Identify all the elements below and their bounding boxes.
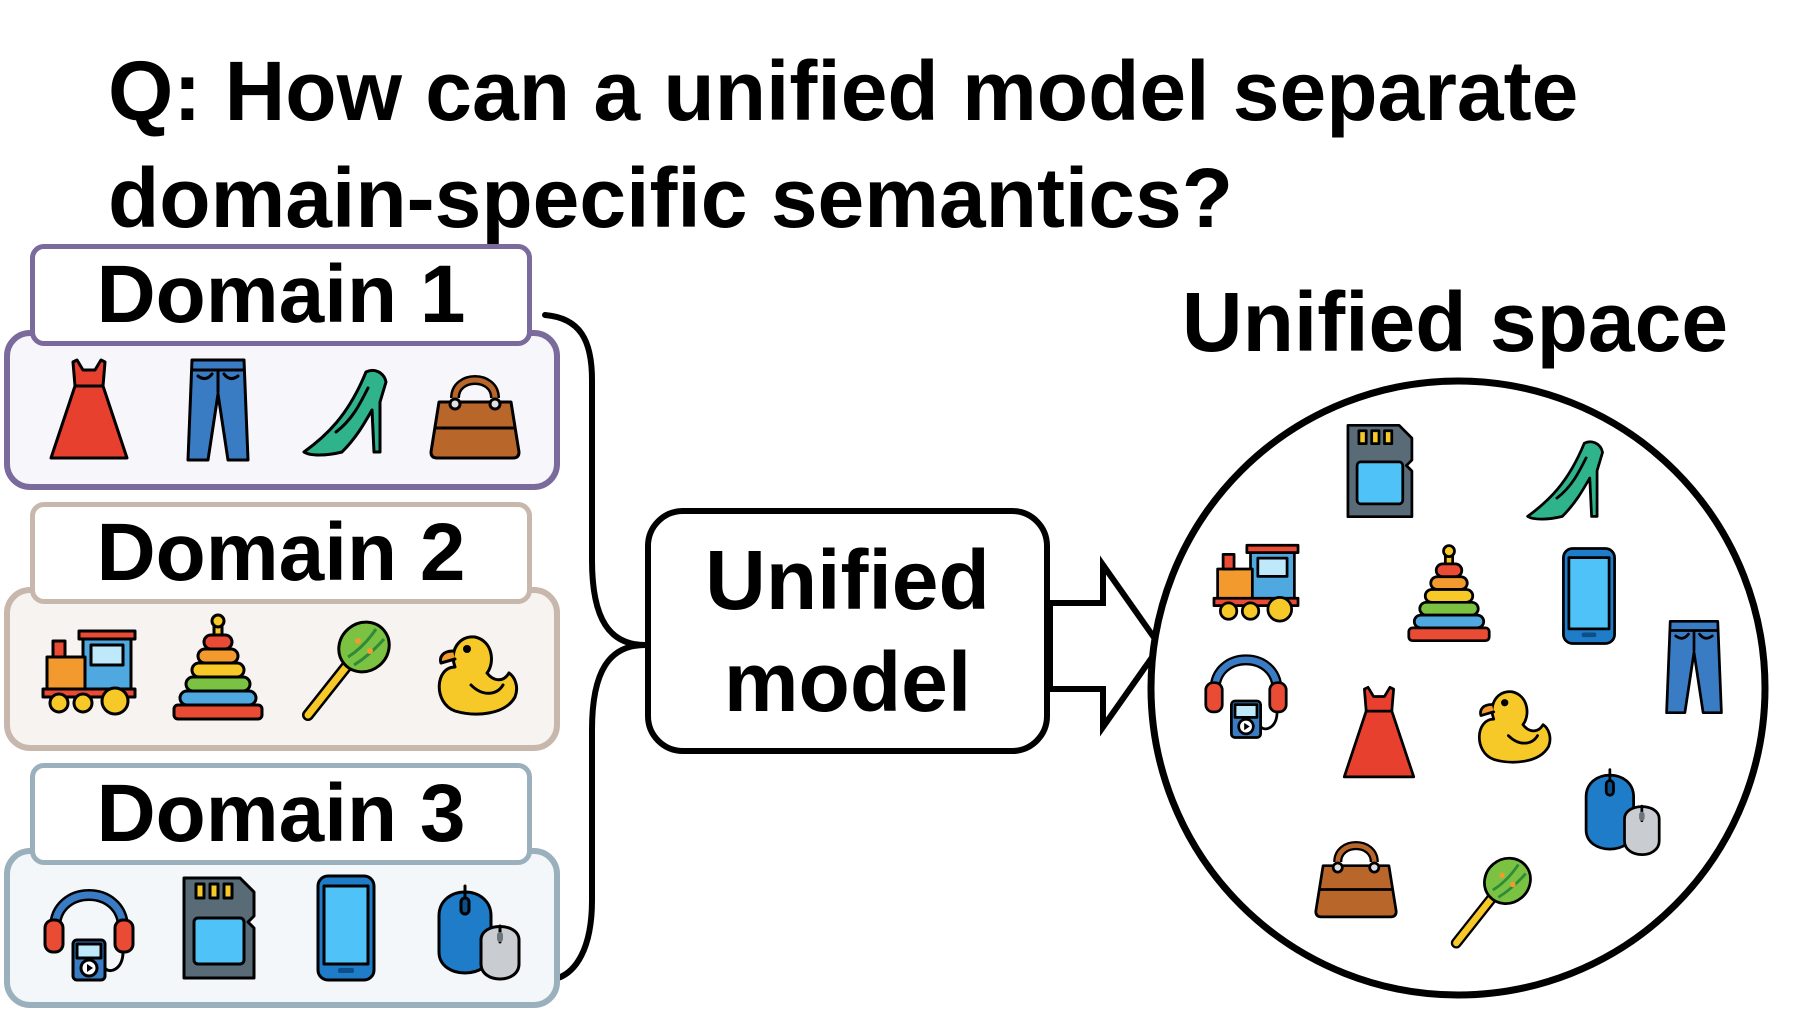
domain-1-panel [4,330,560,490]
dress-icon [49,358,129,460]
rubber-duck-icon [438,635,519,716]
ring-stacker-icon [172,613,264,721]
space-handbag-icon [1314,841,1398,919]
space-high-heel-icon [1526,440,1604,521]
space-sd-card-icon [1346,423,1414,519]
domain-2-label: Domain 2 [30,502,532,604]
domain-3-panel [4,848,560,1008]
space-rubber-duck-icon [1478,690,1552,764]
jeans-icon [186,358,250,462]
space-ring-stacker-icon [1407,544,1491,643]
unified-model-line-1: Unified [705,533,990,627]
computer-mouse-icon [437,884,521,981]
headphones-music-player-icon [43,889,135,982]
unified-model-line-2: model [723,635,972,729]
domain-3-label: Domain 3 [30,763,532,865]
domain-2-panel [4,587,560,751]
space-headphones-music-player-icon [1204,654,1288,739]
question-line-2: domain-specific semantics? [108,151,1234,245]
space-dress-icon [1342,685,1416,779]
space-smartphone-icon [1562,547,1616,645]
smartphone-icon [316,874,376,982]
toy-train-icon [41,629,137,716]
question-line-1: Q: How can a unified model separate [108,44,1579,138]
space-computer-mouse-icon [1584,768,1661,856]
space-jeans-icon [1665,619,1723,715]
unified-model-box: Unified model [645,508,1050,754]
question-heading: Q: How can a unified model separate doma… [108,38,1798,252]
arrow-to-unified-space [1047,555,1164,737]
domain-bracket [542,312,646,981]
handbag-icon [429,375,521,460]
unified-space-label: Unified space [1181,275,1729,369]
space-toy-train-icon [1212,543,1300,623]
space-maraca-icon [1450,856,1532,949]
maraca-icon [302,620,392,721]
sd-card-icon [182,876,256,980]
high-heel-icon [302,368,388,457]
domain-1-label: Domain 1 [30,244,532,346]
